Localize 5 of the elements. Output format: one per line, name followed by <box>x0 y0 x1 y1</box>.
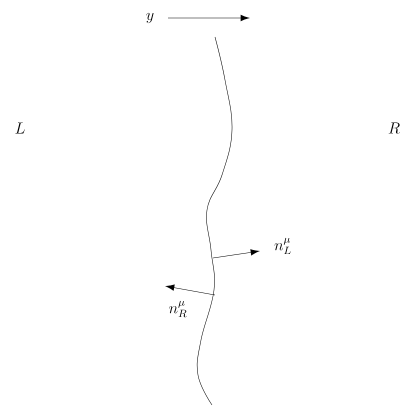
axis-label: $y$ <box>146 12 154 24</box>
region-label: $R$ <box>388 122 400 134</box>
vector-label: $n^{\mu}_{L}$ <box>274 238 291 254</box>
region-label: $L$ <box>15 122 25 134</box>
vector-label: $n^{\mu}_{R}$ <box>169 300 187 318</box>
